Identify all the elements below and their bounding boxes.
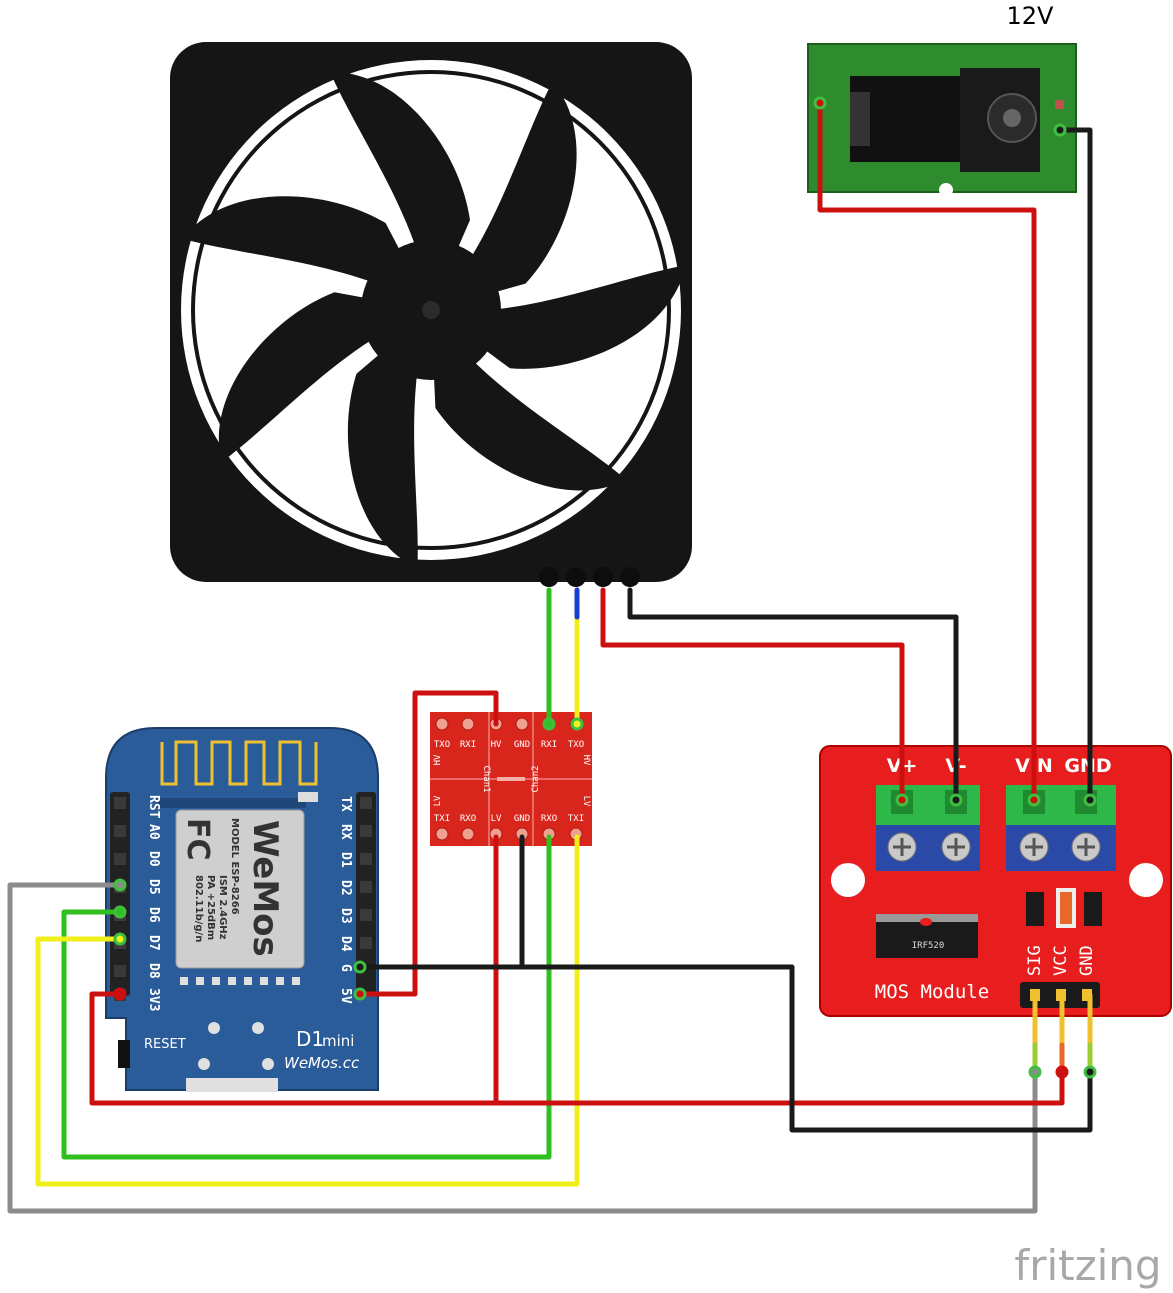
d1-left-pin: D0 [146, 851, 161, 867]
d1-right-pin: TX [338, 796, 353, 812]
wire-black-fan [627, 587, 959, 803]
mos-header-label: VCC [1051, 945, 1071, 976]
d1-left-pin: D6 [146, 907, 161, 923]
ls-lv-left: LV [433, 795, 443, 806]
ls-bottom-label: LV [491, 814, 502, 824]
d1-website: WeMos.cc [284, 1054, 360, 1072]
d1-left-pin: RST [146, 795, 161, 819]
wire-black-12v [1057, 127, 1093, 803]
d1-board-name: D1 [296, 1027, 324, 1051]
esp-pa: PA +25dBm [205, 875, 216, 940]
esp-fcc: FC [180, 818, 215, 861]
wire-red-fan [600, 587, 905, 803]
mos-header-label: SIG [1025, 945, 1045, 976]
d1-right-pin: D3 [338, 908, 353, 924]
dc-jack: 12V [807, 2, 1077, 197]
esp-ism: ISM 2.4GHz [217, 875, 228, 940]
esp-brand: WeMos [245, 820, 285, 957]
d1-right-pin: D4 [338, 936, 353, 952]
ls-bottom-label: TXI [568, 814, 584, 824]
d1-left-pin: D5 [146, 879, 161, 895]
ls-bottom-label: RXO [541, 814, 557, 824]
ls-top-label: HV [491, 740, 502, 750]
d1-left-pin: 3V3 [146, 988, 161, 1011]
d1-right-pin: D1 [338, 852, 353, 868]
ls-chan1: Chan1 [481, 765, 491, 792]
level-shifter: TXO RXI HV GND RXI TXO TXI RXO LV GND RX… [430, 712, 592, 846]
wire-red-12v [817, 100, 1037, 803]
ls-top-label: RXI [460, 740, 476, 750]
supply-label: 12V [1007, 2, 1055, 30]
ls-bottom-label: GND [514, 814, 530, 824]
d1-left-pin: D7 [146, 935, 161, 951]
fan [170, 42, 692, 587]
ls-hv-left: HV [433, 754, 443, 765]
wire-red-5v [357, 690, 499, 997]
mos-title: MOS Module [875, 981, 989, 1003]
ls-chan2: Chan2 [531, 765, 541, 792]
d1-right-pin: 5V [338, 988, 353, 1004]
d1-right-pin: RX [338, 824, 353, 840]
d1-right-pin: G [338, 964, 353, 972]
wire-endpoints [113, 96, 1097, 1079]
ls-bottom-label: RXO [460, 814, 476, 824]
wire-yellow [35, 834, 580, 1187]
d1-right-pin: D2 [338, 880, 353, 896]
ls-top-label: RXI [541, 740, 557, 750]
wire-black-gnd [357, 964, 1093, 1133]
d1-left-pin: D8 [146, 963, 161, 979]
mos-module: V+ V- VIN GND IRF520 SIG VCC GND MOS Mod… [819, 745, 1172, 1017]
d1-left-pin: A0 [146, 824, 161, 840]
fritzing-watermark: fritzing [1014, 1241, 1161, 1290]
esp-wifi: 802.11b/g/n [193, 875, 204, 942]
ls-top-label: GND [514, 740, 530, 750]
mos-chip-label: IRF520 [912, 941, 945, 951]
ls-hv-right: HV [581, 755, 591, 766]
mos-header-label: GND [1077, 945, 1097, 976]
wire-gray [7, 882, 1038, 1214]
wire-red-3v3 [89, 991, 1065, 1106]
ls-lv-right: LV [581, 796, 591, 807]
d1-reset-label: RESET [144, 1037, 186, 1052]
ls-top-label: TXO [434, 740, 450, 750]
wires [7, 100, 1093, 1214]
esp-model: MODEL ESP-8266 [229, 818, 240, 915]
d1mini-board: FC MODEL ESP-8266 ISM 2.4GHz PA +25dBm 8… [105, 727, 379, 1092]
ls-top-label: TXO [568, 740, 584, 750]
d1-board-sub: mini [322, 1032, 354, 1050]
wire-green [61, 834, 552, 1160]
ls-bottom-label: TXI [434, 814, 450, 824]
